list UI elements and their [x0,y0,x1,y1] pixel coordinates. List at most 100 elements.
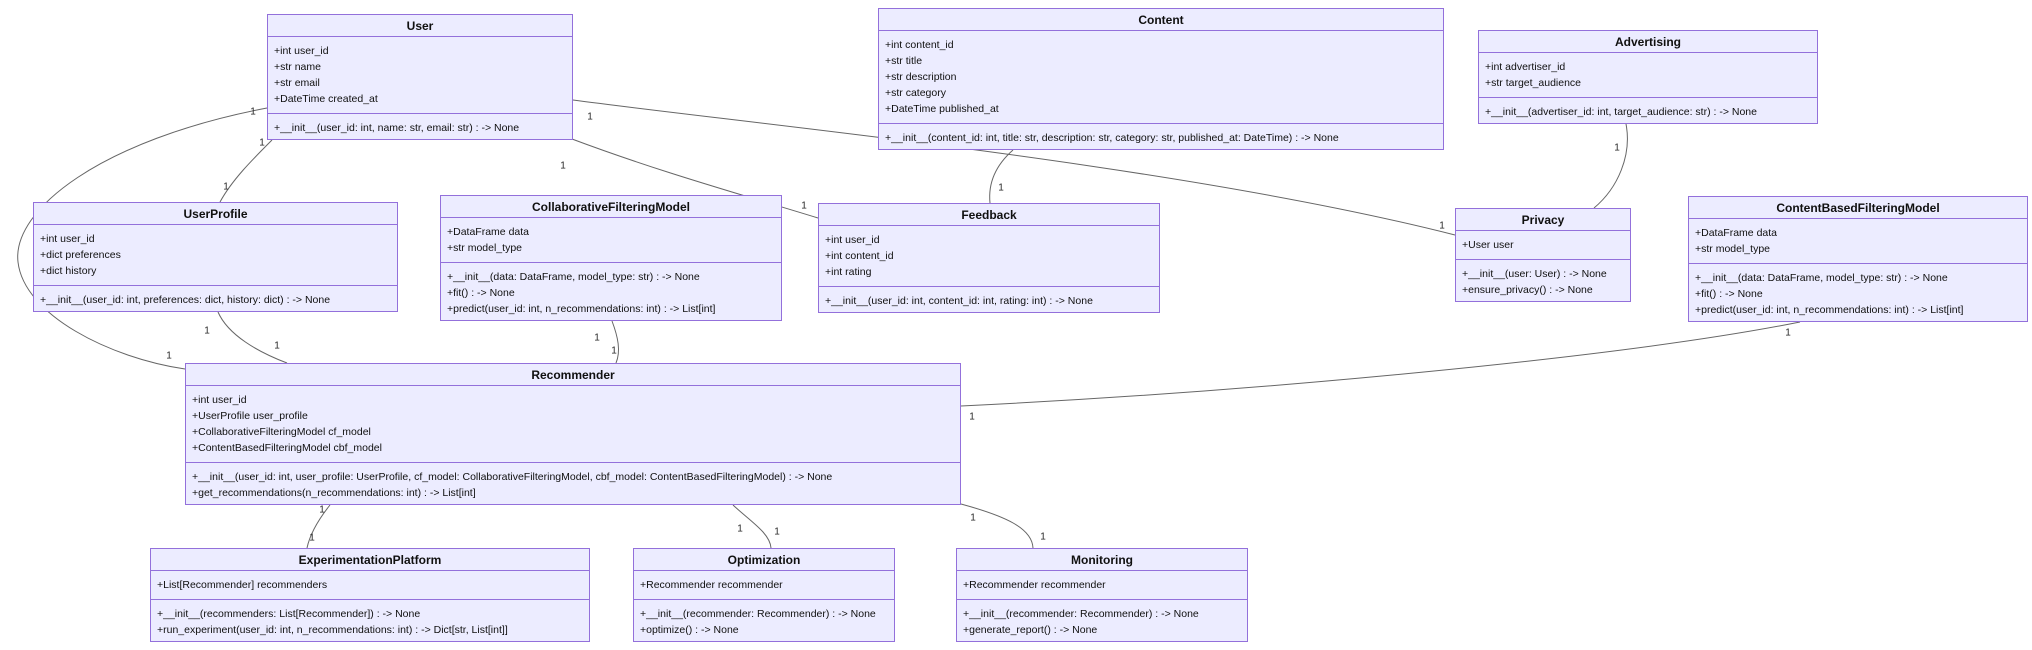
class-monitoring-attributes: +Recommender recommender [957,571,1247,600]
class-advertising-methods: +__init__(advertiser_id: int, target_aud… [1479,98,1817,126]
method-row: +fit() : -> None [1695,288,1763,300]
method-row: +ensure_privacy() : -> None [1462,284,1593,296]
multiplicity-label-user-feedback-1: 1 [801,201,807,212]
class-optimization-attributes: +Recommender recommender [634,571,894,600]
multiplicity-label-recommender-optimization-0: 1 [737,524,743,535]
multiplicity-label-user-userprofile-1: 1 [223,182,229,193]
attribute-row: +str title [885,55,923,67]
edge-collaborativefilteringmodel-recommender [611,320,620,364]
method-row: +run_experiment(user_id: int, n_recommen… [157,624,508,636]
attribute-row: +int advertiser_id [1485,61,1566,73]
class-recommender-box: Recommender+int user_id+UserProfile user… [185,363,961,505]
edge-recommender-optimization [732,504,772,549]
class-experimentationplatform-attributes: +List[Recommender] recommenders [151,571,589,600]
method-row: +__init__(recommender: Recommender) : ->… [640,608,876,620]
class-feedback-title: Feedback [819,204,1159,226]
method-row: +__init__(advertiser_id: int, target_aud… [1485,106,1757,118]
edge-content-feedback [989,149,1014,204]
class-recommender-methods: +__init__(user_id: int, user_profile: Us… [186,463,960,507]
class-optimization-title: Optimization [634,549,894,571]
method-row: +fit() : -> None [447,287,515,299]
multiplicity-label-recommender-monitoring-1: 1 [1040,532,1046,543]
class-userprofile-title: UserProfile [34,203,397,225]
attribute-row: +CollaborativeFilteringModel cf_model [192,426,371,438]
method-row: +__init__(user_id: int, content_id: int,… [825,295,1093,307]
method-row: +__init__(user_id: int, preferences: dic… [40,294,331,306]
edge-user-recommender [17,107,268,370]
attribute-row: +DateTime created_at [274,93,378,105]
multiplicity-label-userprofile-recommender-1: 1 [274,341,280,352]
method-row: +__init__(data: DataFrame, model_type: s… [1695,272,1948,284]
class-contentbasedfilteringmodel-attributes: +DataFrame data+str model_type [1689,219,2027,264]
class-feedback-box: Feedback+int user_id+int content_id+int … [818,203,1160,313]
attribute-row: +ContentBasedFilteringModel cbf_model [192,442,382,454]
attribute-row: +int content_id [885,39,954,51]
class-experimentationplatform-box: ExperimentationPlatform+List[Recommender… [150,548,590,642]
class-collaborativefilteringmodel-title: CollaborativeFilteringModel [441,196,781,218]
attribute-row: +str email [274,77,320,89]
method-row: +predict(user_id: int, n_recommendations… [1695,304,1964,316]
class-privacy-attributes: +User user [1456,231,1630,260]
class-user-box: User +int user_id +str name +str email +Date… [267,14,573,140]
class-contentbasedfilteringmodel-title: ContentBasedFilteringModel [1689,197,2027,219]
multiplicity-label-recommender-monitoring-0: 1 [970,513,976,524]
class-monitoring-box: Monitoring +Recommender recommender +__ini… [956,548,1248,642]
attribute-row: +str model_type [1695,243,1770,255]
class-collaborativefilteringmodel-box: CollaborativeFilteringModel+DataFrame da… [440,195,782,321]
class-userprofile-attributes: +int user_id+dict preferences+dict histo… [34,225,397,286]
attribute-row: +int content_id [825,250,894,262]
multiplicity-label-userprofile-recommender-0: 1 [204,326,210,337]
multiplicity-label-user-recommender-1: 1 [166,351,172,362]
attribute-row: +Recommender recommender [640,579,783,591]
multiplicity-label-recommender-experimentationplatform-0: 1 [319,505,325,516]
multiplicity-label-user-recommender-0: 1 [250,107,256,118]
class-advertising-attributes: +int advertiser_id +str target_audience [1479,53,1817,98]
attribute-row: +dict history [40,265,97,277]
class-privacy-title: Privacy [1456,209,1630,231]
attribute-row: +DateTime published_at [885,103,999,115]
method-row: +__init__(data: DataFrame, model_type: s… [447,271,700,283]
class-content-title: Content [879,9,1443,31]
method-row: +__init__(user_id: int, user_profile: Us… [192,471,833,483]
attribute-row: +int rating [825,266,872,278]
class-advertising-box: Advertising+int advertiser_id+str target… [1478,30,1818,124]
attribute-row: +UserProfile user_profile [192,410,308,422]
class-userprofile-box: UserProfile+int user_id+dict preferences… [33,202,398,312]
edge-user-privacy [572,99,1456,236]
attribute-row: +Recommender recommender [963,579,1106,591]
multiplicity-label-recommender-optimization-1: 1 [774,527,780,538]
class-content-attributes: +int content_id+str title+str descriptio… [879,31,1443,124]
multiplicity-label-recommender-contentbasedfilteringmodel-1: 1 [1785,328,1791,339]
multiplicity-label-user-privacy-0: 1 [587,112,593,123]
class-monitoring-title: Monitoring [957,549,1247,571]
class-recommender-title: Recommender [186,364,960,386]
class-user-title: User [268,15,572,37]
attribute-row: +str model_type [447,242,522,254]
method-row: +__init__(user_id: int, name: str, email… [274,122,520,134]
attribute-row: +str category [885,87,946,99]
edge-userprofile-recommender [217,311,288,364]
edge-recommender-monitoring [960,503,1034,549]
class-optimization-methods: +__init__(recommender: Recommender) : ->… [634,600,894,644]
edge-user-feedback [571,138,819,219]
method-row: +__init__(recommenders: List[Recommender… [157,608,421,620]
edge-recommender-experimentationplatform [306,504,331,549]
class-collaborativefilteringmodel-attributes: +DataFrame data +str model_type [441,218,781,263]
method-row: +__init__(recommender: Recommender) : ->… [963,608,1199,620]
multiplicity-label-collaborativefilteringmodel-recommender-1: 1 [611,346,617,357]
class-privacy-methods: +__init__(user: User) : -> None+ensure_p… [1456,260,1630,304]
attribute-row: +int user_id [274,45,329,57]
class-userprofile-methods: +__init__(user_id: int, preferences: dic… [34,286,397,314]
attribute-row: +DataFrame data [447,226,530,238]
method-row: +optimize() : -> None [640,624,739,636]
method-row: +predict(user_id: int, n_recommendations… [447,303,716,315]
class-monitoring-methods: +__init__(recommender: Recommender) : ->… [957,600,1247,644]
class-experimentationplatform-methods: +__init__(recommenders: List[Recommender… [151,600,589,644]
class-recommender-attributes: +int user_id+UserProfile user_profile+Co… [186,386,960,463]
attribute-row: +str target_audience [1485,77,1582,89]
edge-user-userprofile [219,139,273,203]
class-experimentationplatform-title: ExperimentationPlatform [151,549,589,571]
class-contentbasedfilteringmodel-methods: +__init__(data: DataFrame, model_type: s… [1689,264,2027,324]
attribute-row: +str name [274,61,321,73]
